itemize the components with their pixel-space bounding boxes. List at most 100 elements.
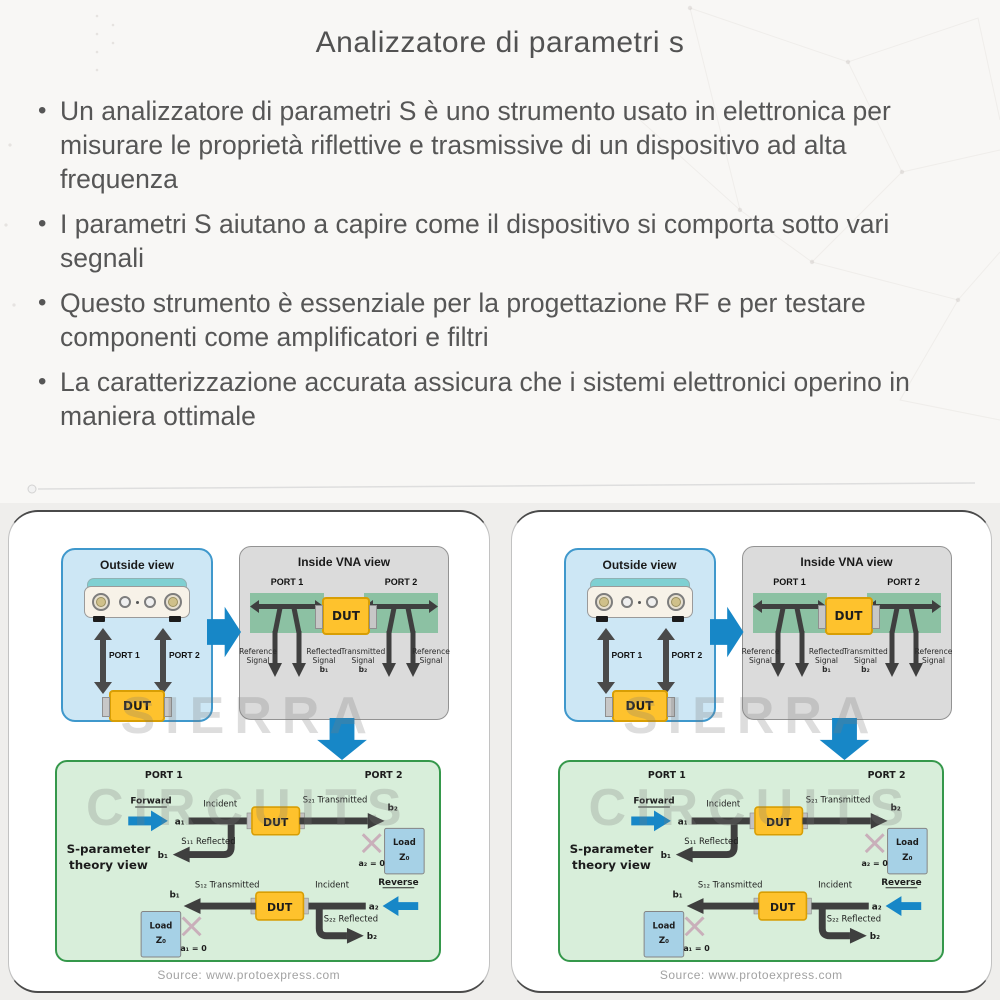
no-reflection-x-icon [181,916,202,937]
s-parameter-theory-diagram: PORT 1 PORT 2 S-parameter theory view Fo… [67,770,425,958]
port1-coupler-diagram [250,593,324,677]
incident-label: Incident [315,880,350,890]
reverse-label: Reverse [881,878,921,888]
signal-label-text: Reflected Signal [808,647,845,665]
signal-sub-label: b₂ [358,665,368,674]
a2-zero-label: a₂ = 0 [861,859,888,868]
b2-label: b₂ [367,932,377,942]
instrument-foot [595,616,608,622]
connector-icon [143,596,156,608]
b2-label: b₂ [890,804,900,814]
b1-label: b₁ [158,851,168,861]
port1-label: PORT 1 [647,770,685,781]
no-reflection-x-icon [361,833,382,854]
incident-label: Incident [818,880,853,890]
reverse-arrow-icon [382,896,419,916]
reflected-arrowhead-icon [849,927,867,944]
port-connection-arrows [94,628,172,694]
port2-label: PORT 2 [384,577,418,587]
no-reflection-x-icon [684,916,705,937]
dut-box: DUT [817,597,880,635]
transmitted-arrowhead-icon [686,898,703,914]
port2-connector-icon [666,593,685,611]
a2-zero-label: a₂ = 0 [358,859,385,868]
a1-label: a₁ [175,817,185,827]
connector-icon [118,596,131,608]
source-caption: Source: www.protoexpress.com [659,968,843,982]
bullet-item: La caratterizzazione accurata assicura c… [38,365,950,433]
load-label: Load [149,920,172,930]
bullet-item: I parametri S aiutano a capire come il d… [38,207,950,275]
forward-arrow-icon [630,810,671,832]
reverse-arrow-icon [885,896,921,916]
forward-label: Forward [633,797,674,807]
vna-instrument [586,578,693,626]
inside-vna-title: Inside VNA view [800,555,893,569]
vna-instrument [84,578,190,626]
bullet-item: Questo strumento è essenziale per la pro… [38,286,950,354]
signal-sub-label: b₁ [822,665,831,674]
theory-view-title-line1: S-parameter [569,842,653,856]
load-label: Load [393,837,416,847]
flow-arrow-down-icon [317,718,367,760]
s21-label: S₂₁ Transmitted [303,795,368,805]
s11-label: S₁₁ Reflected [181,836,235,846]
inside-vna-title: Inside VNA view [297,555,391,569]
s12-label: S₁₂ Transmitted [697,880,762,890]
signal-label-text: Reference Signal [741,647,780,665]
s22-label: S₂₂ Reflected [324,913,378,923]
load-label: Load [652,920,675,930]
dut-box: DUT [102,690,172,722]
dut-box: DUT [315,597,377,635]
theory-view-box: PORT 1 PORT 2 S-parameter theory view Fo… [557,760,944,962]
port2-coupler-diagram [866,593,941,677]
diagram-cards-row: Outside view [0,503,1000,1000]
reflected-arrowhead-icon [172,846,190,863]
a1-zero-label: a₁ = 0 [180,944,207,953]
port1-label: PORT 1 [270,577,304,587]
s11-label: S₁₁ Reflected [684,836,738,846]
reflected-arrowhead-icon [675,846,693,863]
transmitted-arrowhead-icon [367,812,385,829]
theory-view-title-line2: theory view [572,858,651,872]
instrument-front-panel [84,586,190,622]
port2-label: PORT 2 [365,770,403,781]
s22-label: S₂₂ Reflected [826,913,880,923]
b1-label: b₁ [672,891,682,901]
port1-label: PORT 1 [773,577,806,587]
led-dot-icon [638,600,641,604]
dut-box [757,891,807,921]
instrument-foot [671,616,684,622]
z0-label: Z₀ [156,936,166,946]
theory-view-box: PORT 1 PORT 2 S-parameter theory view Fo… [55,760,441,962]
signal-label-text: Transmitted Signal [340,647,386,665]
b1-label: b₁ [660,851,670,861]
load-box [384,827,425,875]
load-label: Load [895,837,918,847]
transmitted-arrowhead-icon [870,812,888,829]
inside-vna-view-box: Inside VNA view PORT 1 PORT 2 [741,546,952,720]
signal-label-text: Reference Signal [239,647,277,665]
outside-view-title: Outside view [602,558,677,572]
instrument-front-panel [586,586,693,622]
a2-label: a₂ [871,903,881,913]
signal-label-text: Transmitted Signal [843,647,888,665]
dut-label: DUT [267,901,293,914]
reverse-label: Reverse [378,878,418,888]
port2-connector-icon [164,593,182,611]
port2-label: PORT 2 [887,577,920,587]
forward-label: Forward [130,797,171,807]
b1-label: b₁ [169,891,179,901]
connector-icon [621,596,633,608]
load-box [140,910,182,958]
port2-label: PORT 2 [867,770,905,781]
reference-signal-left-label: Reference Signal [741,647,781,665]
transmitted-arrowhead-icon [183,898,201,914]
port1-connector-icon [92,593,110,611]
incident-label: Incident [203,799,238,809]
flow-arrow-down-icon [819,718,870,760]
instrument-foot [93,616,105,622]
